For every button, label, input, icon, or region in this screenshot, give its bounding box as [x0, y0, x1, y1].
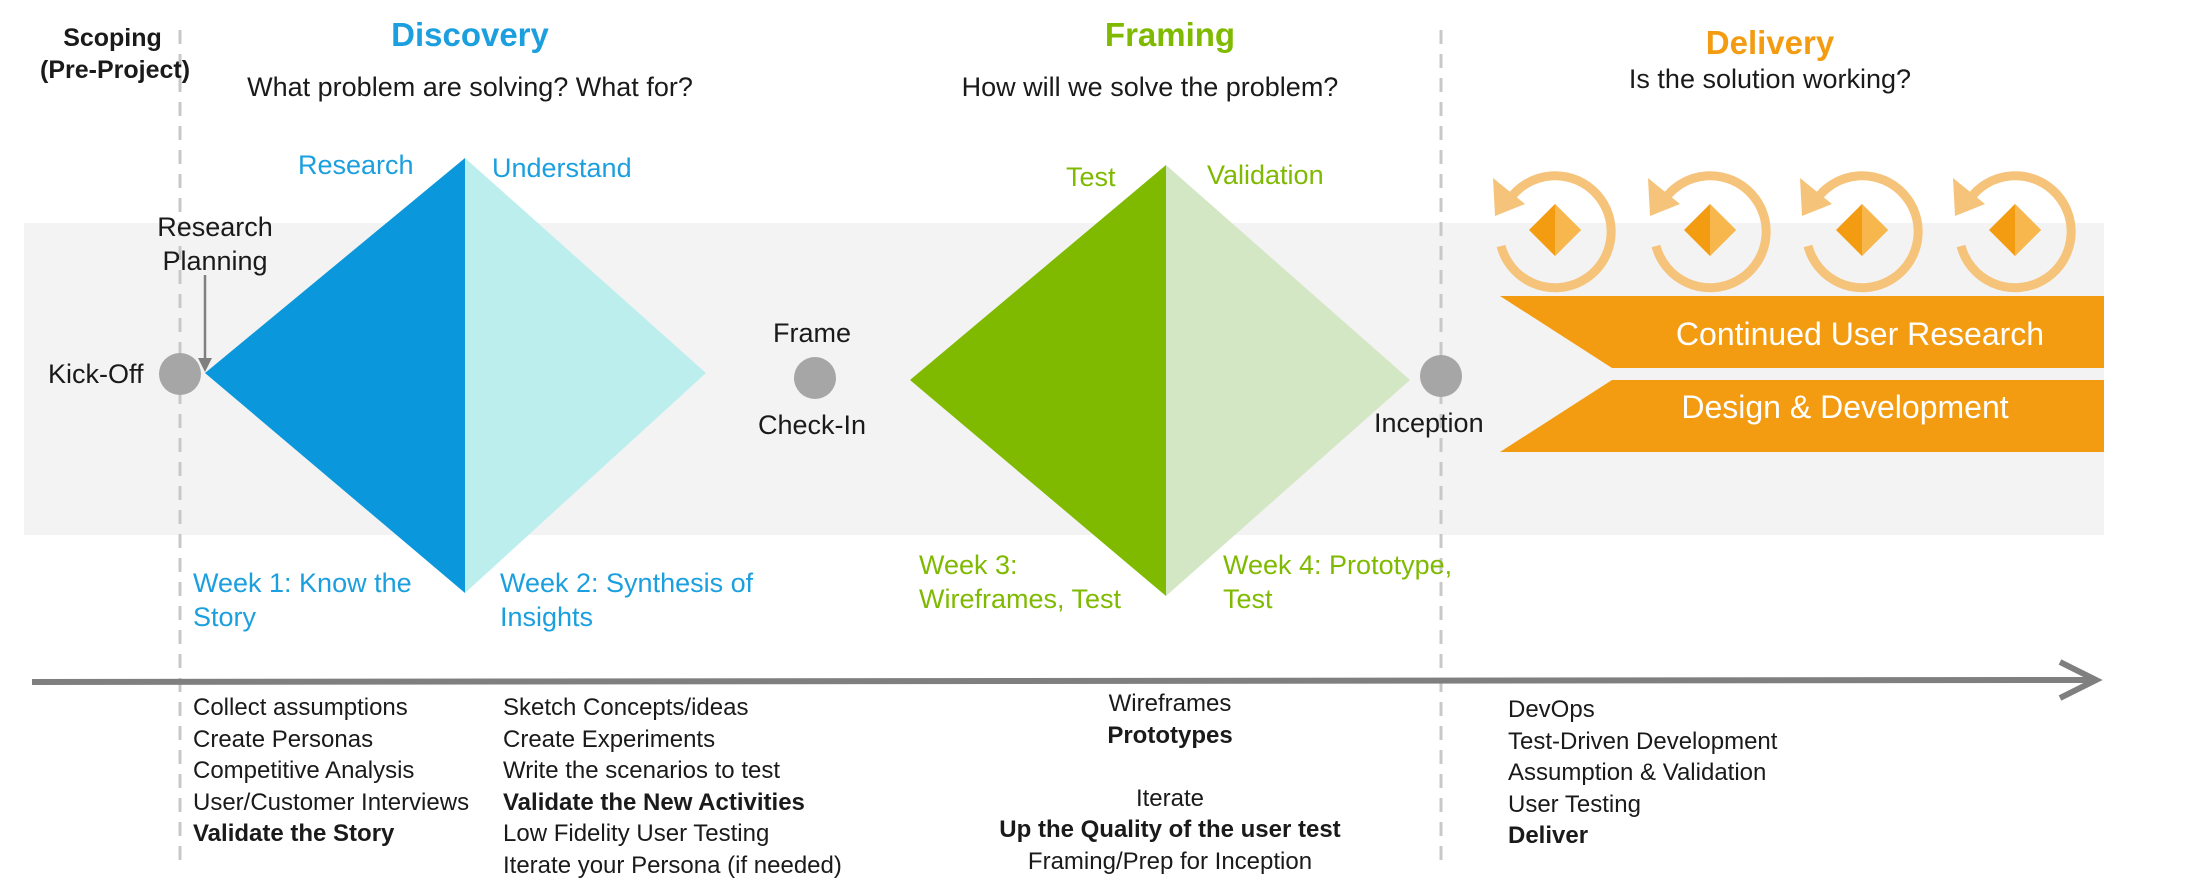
cycle-icon — [1953, 171, 2076, 293]
delivery-title: Delivery — [1705, 24, 1835, 61]
list-item: Test-Driven Development — [1508, 727, 1778, 755]
week2-activities: Sketch Concepts/ideas Create Experiments… — [503, 692, 842, 881]
list-item: Framing/Prep for Inception — [1027, 847, 1313, 875]
discovery-research-triangle — [205, 158, 465, 593]
list-item: Collect assumptions — [193, 694, 408, 721]
scoping-label: Scoping (Pre-Project) — [40, 22, 191, 86]
list-item-emphasis: Up the Quality of the user test — [999, 816, 1341, 843]
research-planning-line2: Planning — [162, 246, 268, 276]
list-item: Sketch Concepts/ideas — [503, 694, 749, 721]
ribbon-continued-research — [1500, 296, 2104, 368]
test-label: Test — [1066, 162, 1116, 192]
checkin-dot — [794, 357, 836, 399]
inception-dot — [1420, 355, 1462, 397]
discovery-question: What problem are solving? What for? — [247, 72, 693, 102]
research-planning-line1: Research — [157, 212, 273, 242]
framing-question: How will we solve the problem? — [961, 72, 1339, 102]
list-item: Create Personas — [193, 725, 374, 753]
week1-label: Week 1: Know the Story — [193, 568, 412, 632]
frame-label: Frame — [773, 318, 852, 348]
timeline-axis — [31, 677, 2091, 685]
week1-activities: Collect assumptions Create Personas Comp… — [193, 692, 469, 850]
list-item-emphasis: Prototypes — [1107, 721, 1233, 749]
ribbon-design-development — [1500, 380, 2104, 452]
list-item-emphasis: Validate the Story — [193, 820, 395, 847]
delivery-question: Is the solution working? — [1628, 64, 1912, 94]
list-item: DevOps — [1508, 696, 1595, 723]
timeline-arrowhead — [2058, 659, 2103, 701]
ribbon-bottom-text: Design & Development — [1681, 389, 2009, 425]
framing-test-triangle — [910, 165, 1166, 596]
week2-label: Week 2: Synthesis of Insights — [500, 568, 754, 632]
understand-label: Understand — [492, 153, 632, 183]
scoping-line2: (Pre-Project) — [40, 56, 191, 84]
list-item-emphasis: Validate the New Activities — [503, 788, 805, 816]
discovery-understand-triangle — [465, 158, 706, 593]
list-item: Write the scenarios to test — [503, 757, 781, 784]
list-item: Iterate — [1135, 784, 1205, 812]
list-item: Iterate your Persona (if needed) — [503, 851, 842, 879]
kickoff-dot — [159, 353, 201, 395]
list-item: User Testing — [1508, 790, 1641, 818]
list-item-emphasis: Deliver — [1508, 822, 1589, 849]
week3-label: Week 3: Wireframes, Test — [919, 550, 1122, 614]
cycle-icon — [1493, 171, 1616, 293]
research-planning-arrowhead — [198, 358, 212, 372]
list-item: Wireframes — [1108, 690, 1232, 717]
list-item: Low Fidelity User Testing — [503, 820, 770, 847]
inception-label: Inception — [1374, 408, 1484, 438]
research-label: Research — [298, 150, 414, 180]
cycle-icon — [1800, 171, 1923, 293]
discovery-title: Discovery — [391, 16, 549, 53]
delivery-activities: DevOps Test-Driven Development Assumptio… — [1508, 694, 1777, 852]
week4-label: Week 4: Prototype, Test — [1223, 550, 1453, 614]
checkin-label: Check-In — [758, 410, 867, 440]
cycle-icon — [1648, 171, 1771, 293]
list-item: Assumption & Validation — [1508, 759, 1767, 786]
framing-validation-triangle — [1166, 165, 1410, 596]
list-item: Competitive Analysis — [193, 757, 415, 784]
list-item: Create Experiments — [503, 725, 716, 753]
kickoff-label: Kick-Off — [48, 359, 144, 389]
ribbon-top-text: Continued User Research — [1675, 316, 2045, 352]
framing-title: Framing — [1104, 16, 1236, 53]
research-planning-label: Research Planning — [150, 210, 280, 278]
framing-activities: Wireframes Prototypes Iterate Up the Qua… — [960, 688, 1380, 877]
list-spacer — [960, 751, 1380, 783]
validation-label: Validation — [1207, 160, 1324, 190]
scoping-line1: Scoping — [63, 24, 162, 52]
list-item: User/Customer Interviews — [193, 788, 470, 816]
